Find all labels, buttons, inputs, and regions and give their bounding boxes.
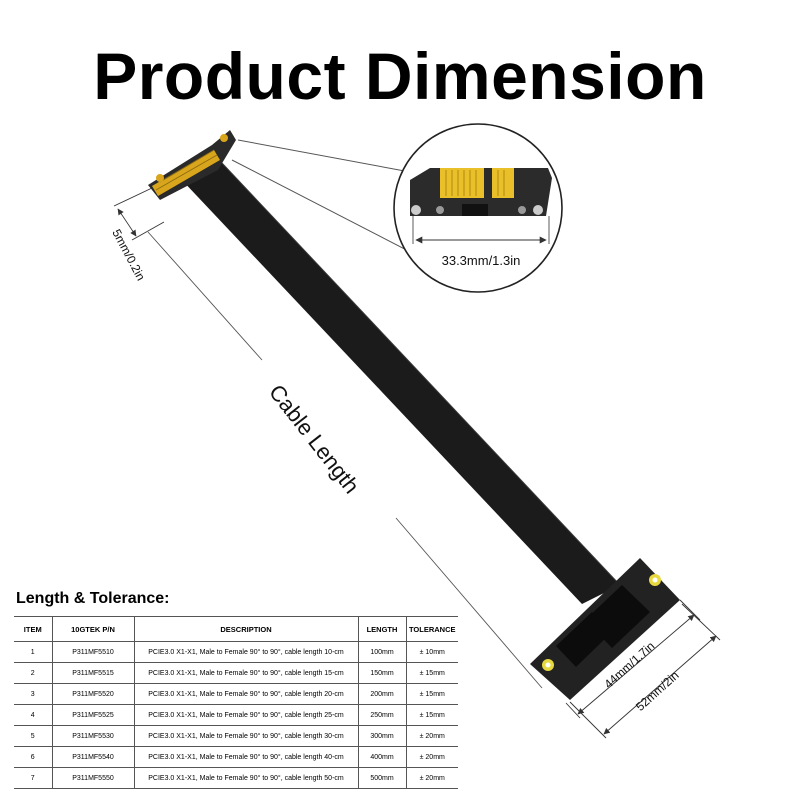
- cell-tolerance: ± 20mm: [405, 767, 458, 789]
- header-description: DESCRIPTION: [133, 616, 359, 642]
- cell-tolerance: ± 20mm: [405, 725, 458, 747]
- board-outer-label: 52mm/2in: [633, 668, 682, 714]
- cell-description: PCIE3.0 X1-X1, Male to Female 90° to 90°…: [133, 704, 359, 726]
- table-row: 3 P311MF5520 PCIE3.0 X1-X1, Male to Fema…: [14, 683, 458, 705]
- cell-part-number: P311MF5510: [51, 641, 135, 663]
- cell-tolerance: ± 20mm: [405, 746, 458, 768]
- cell-length: 150mm: [357, 662, 407, 684]
- cell-part-number: P311MF5525: [51, 704, 135, 726]
- cell-description: PCIE3.0 X1-X1, Male to Female 90° to 90°…: [133, 725, 359, 747]
- thickness-label: 5mm/0.2in: [109, 227, 148, 283]
- cell-length: 200mm: [357, 683, 407, 705]
- cable-edge: [221, 162, 621, 586]
- cell-item: 4: [14, 704, 53, 726]
- cell-part-number: P311MF5515: [51, 662, 135, 684]
- cable-length-dimension: [147, 231, 543, 689]
- header-tolerance: TOLERANCE: [405, 616, 458, 642]
- cell-part-number: P311MF5530: [51, 725, 135, 747]
- header-item: ITEM: [14, 616, 53, 642]
- table-header-row: ITEM 10GTEK P/N DESCRIPTION LENGTH TOLER…: [14, 616, 458, 642]
- board-dimensions: [565, 599, 721, 739]
- cell-item: 2: [14, 662, 53, 684]
- connector-zoom-circle: [393, 123, 563, 293]
- cell-item: 3: [14, 683, 53, 705]
- table-row: 1 P311MF5510 PCIE3.0 X1-X1, Male to Fema…: [14, 641, 458, 663]
- header-part-number: 10GTEK P/N: [51, 616, 135, 642]
- table-row: 2 P311MF5515 PCIE3.0 X1-X1, Male to Fema…: [14, 662, 458, 684]
- cell-tolerance: ± 15mm: [405, 662, 458, 684]
- cell-tolerance: ± 15mm: [405, 704, 458, 726]
- cable-length-label: Cable Length: [264, 380, 364, 499]
- cell-description: PCIE3.0 X1-X1, Male to Female 90° to 90°…: [133, 641, 359, 663]
- table-row: 6 P311MF5540 PCIE3.0 X1-X1, Male to Fema…: [14, 746, 458, 768]
- thickness-dimension: [113, 187, 165, 241]
- tolerance-table: ITEM 10GTEK P/N DESCRIPTION LENGTH TOLER…: [14, 616, 458, 789]
- cell-length: 250mm: [357, 704, 407, 726]
- cell-item: 5: [14, 725, 53, 747]
- cell-tolerance: ± 15mm: [405, 683, 458, 705]
- table-row: 7 P311MF5550 PCIE3.0 X1-X1, Male to Fema…: [14, 767, 458, 789]
- ribbon-cable: [180, 163, 620, 604]
- zoom-line: [237, 139, 411, 173]
- cell-length: 500mm: [357, 767, 407, 789]
- cell-item: 6: [14, 746, 53, 768]
- cell-item: 7: [14, 767, 53, 789]
- cell-tolerance: ± 10mm: [405, 641, 458, 663]
- page-title: Product Dimension: [93, 39, 707, 113]
- connector-width-label: 33.3mm/1.3in: [442, 253, 521, 268]
- cell-description: PCIE3.0 X1-X1, Male to Female 90° to 90°…: [133, 662, 359, 684]
- cell-part-number: P311MF5520: [51, 683, 135, 705]
- table-row: 5 P311MF5530 PCIE3.0 X1-X1, Male to Fema…: [14, 725, 458, 747]
- cell-description: PCIE3.0 X1-X1, Male to Female 90° to 90°…: [133, 683, 359, 705]
- zoom-line: [231, 159, 423, 259]
- cell-description: PCIE3.0 X1-X1, Male to Female 90° to 90°…: [133, 767, 359, 789]
- cell-part-number: P311MF5540: [51, 746, 135, 768]
- male-connector: [148, 130, 236, 200]
- cell-length: 100mm: [357, 641, 407, 663]
- cell-length: 400mm: [357, 746, 407, 768]
- tolerance-section-title: Length & Tolerance:: [16, 590, 170, 607]
- header-length: LENGTH: [357, 616, 407, 642]
- cell-part-number: P311MF5550: [51, 767, 135, 789]
- cell-length: 300mm: [357, 725, 407, 747]
- cell-item: 1: [14, 641, 53, 663]
- table-row: 4 P311MF5525 PCIE3.0 X1-X1, Male to Fema…: [14, 704, 458, 726]
- cell-description: PCIE3.0 X1-X1, Male to Female 90° to 90°…: [133, 746, 359, 768]
